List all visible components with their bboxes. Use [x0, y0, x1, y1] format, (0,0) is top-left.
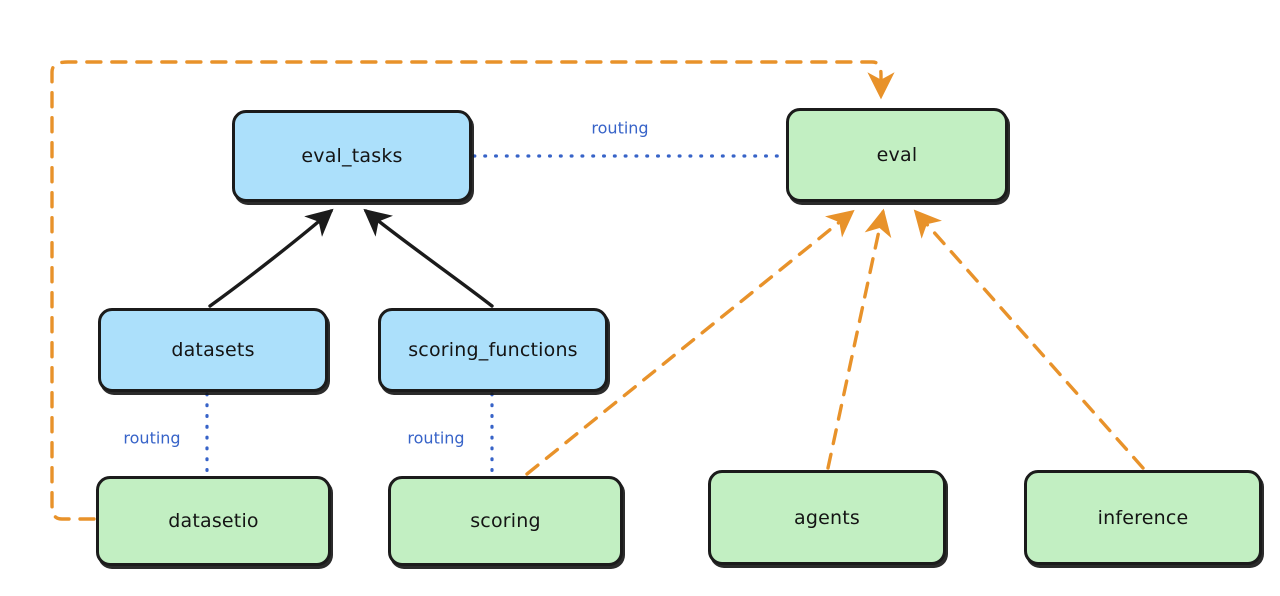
node-label: agents — [794, 506, 860, 529]
edge-label-routing-datasetio: routing — [123, 428, 181, 448]
node-label: eval — [876, 144, 918, 166]
node-label: scoring_functions — [408, 339, 578, 361]
node-datasetio[interactable]: datasetio — [96, 476, 331, 566]
node-datasets[interactable]: datasets — [98, 308, 328, 392]
node-eval-tasks[interactable]: eval_tasks — [232, 110, 472, 202]
node-label: scoring — [470, 510, 541, 532]
edge-inference-to-eval — [913, 209, 1145, 470]
edge-label-routing-eval: routing — [591, 118, 649, 138]
edge-agents-to-eval — [826, 208, 892, 470]
node-inference[interactable]: inference — [1024, 470, 1262, 565]
node-eval[interactable]: eval — [786, 108, 1008, 202]
edge-label-routing-scoring: routing — [407, 428, 465, 448]
edge-scoring-functions-to-eval-tasks — [363, 208, 494, 308]
node-label: datasetio — [168, 510, 259, 532]
node-agents[interactable]: agents — [708, 470, 946, 565]
edge-datasets-to-eval-tasks — [208, 208, 334, 308]
node-scoring[interactable]: scoring — [388, 476, 623, 566]
node-label: eval_tasks — [301, 145, 403, 167]
node-label: datasets — [171, 339, 255, 361]
node-label: inference — [1097, 506, 1189, 529]
node-scoring-functions[interactable]: scoring_functions — [378, 308, 608, 392]
